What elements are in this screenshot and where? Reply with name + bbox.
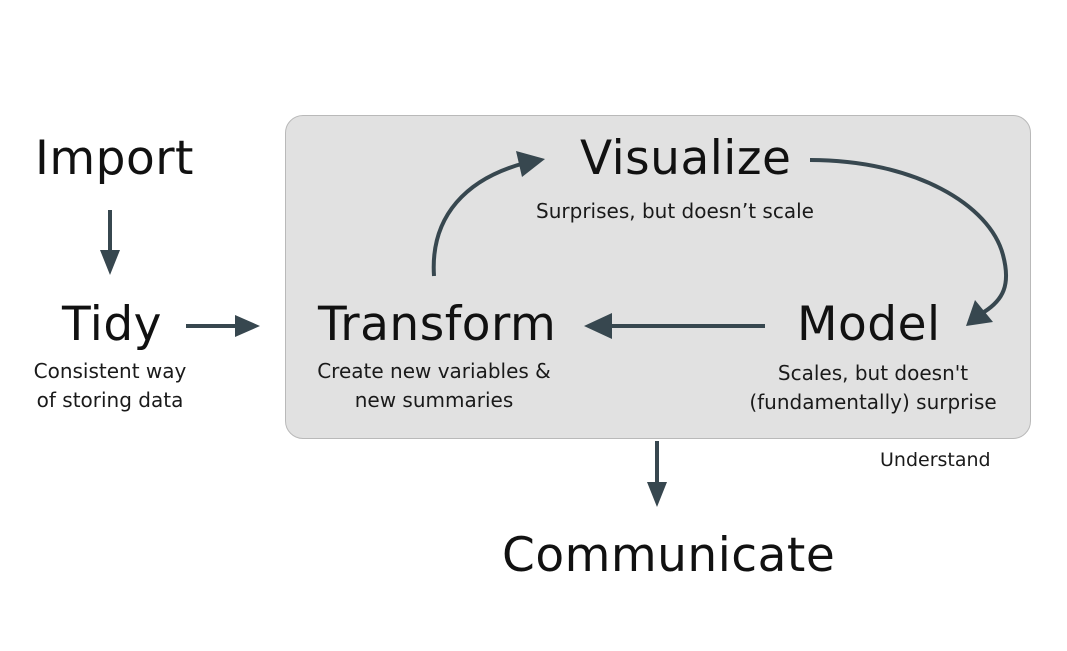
visualize-caption-line-1: Surprises, but doesn’t scale — [536, 199, 814, 223]
understand-box — [285, 115, 1031, 439]
understand-label: Understand — [880, 449, 991, 471]
model-caption-line-2: (fundamentally) surprise — [749, 390, 997, 414]
transform-label: Transform — [318, 297, 557, 352]
model-caption: Scales, but doesn't (fundamentally) surp… — [741, 359, 1005, 417]
transform-caption: Create new variables & new summaries — [306, 357, 562, 415]
model-caption-line-1: Scales, but doesn't — [777, 361, 969, 385]
visualize-caption: Surprises, but doesn’t scale — [520, 197, 830, 226]
arrow-transform-to-visualize — [431, 151, 545, 277]
arrow-tidy-to-transform — [186, 315, 260, 337]
arrow-model-to-transform — [584, 313, 765, 339]
visualize-label: Visualize — [580, 131, 792, 186]
tidy-label: Tidy — [62, 297, 162, 352]
communicate-label: Communicate — [502, 528, 836, 583]
arrow-understand-to-communicate — [647, 441, 667, 507]
import-label: Import — [35, 131, 194, 186]
transform-caption-line-1: Create new variables & — [317, 359, 551, 383]
tidy-caption-line-2: of storing data — [36, 388, 184, 412]
tidy-caption: Consistent way of storing data — [30, 357, 190, 415]
model-label: Model — [797, 297, 941, 352]
transform-caption-line-2: new summaries — [354, 388, 514, 412]
tidy-caption-line-1: Consistent way — [33, 359, 187, 383]
arrow-import-to-tidy — [100, 210, 120, 275]
arrow-visualize-to-model — [809, 158, 1009, 326]
